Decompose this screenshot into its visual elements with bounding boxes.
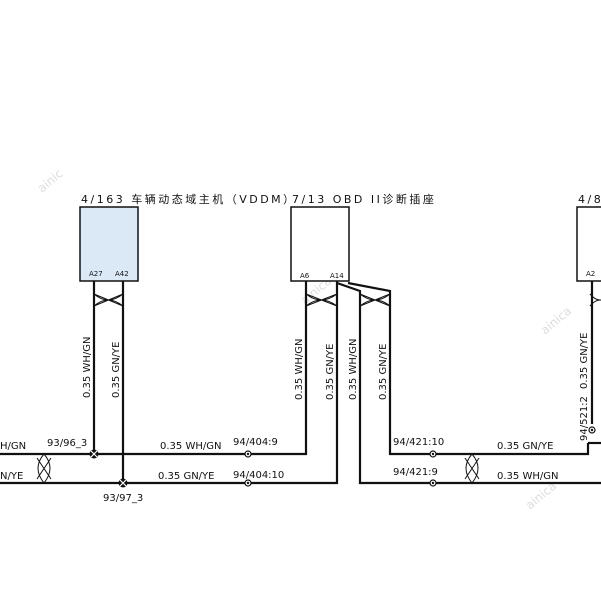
wire (248, 281, 308, 456)
obd-title: 7/13 OBD II诊断插座 (292, 192, 436, 206)
wire (248, 281, 339, 485)
wire-label: 0.35 GN/YE (111, 342, 122, 398)
pin-label: A6 (300, 272, 310, 280)
pin-label: A14 (330, 272, 344, 280)
connector-label: 94/404:10 (233, 470, 284, 481)
connector-terminal (244, 450, 252, 458)
obd-component (290, 206, 350, 282)
wire-label: 0.35 GN/YE (158, 471, 214, 482)
wire-label: 0.35 GN/YE (497, 441, 553, 452)
wire (347, 281, 433, 456)
splice-cross (119, 479, 127, 487)
wire-label: H/GN (0, 441, 26, 452)
vdm-component (79, 206, 139, 282)
wire-label: 0.35 GN/YE (325, 344, 336, 400)
twisted-pair-markers (36, 293, 601, 484)
wire-label: 0.35 WH/GN (497, 471, 558, 482)
connector-label: 94/404:9 (233, 437, 278, 448)
watermark: ainica (538, 304, 574, 338)
wire (336, 281, 433, 485)
connectors (244, 426, 596, 487)
watermark: ainic (35, 166, 66, 195)
splice-label: 93/97_3 (103, 493, 143, 504)
connector-terminal (244, 479, 252, 487)
pin-label: A27 (89, 270, 103, 278)
wire-label: 0.35 WH/GN (160, 441, 221, 452)
connector-terminal (429, 479, 437, 487)
wire-label: 0.35 WH/GN (294, 339, 305, 400)
connector-terminal (429, 450, 437, 458)
wire-label: 0.35 GN/YE (378, 344, 389, 400)
wire-label: N/YE (0, 471, 23, 482)
wire (433, 443, 590, 456)
wires (0, 281, 601, 485)
twist-marker (589, 293, 601, 307)
vdm-title: 4/163 车辆动态域主机（VDDM） (81, 192, 297, 206)
connector-label: 94/421:10 (393, 437, 444, 448)
right-component (576, 206, 601, 282)
splices (89, 449, 128, 488)
wire-label: 0.35 WH/GN (348, 339, 359, 400)
connector-terminal (588, 426, 596, 434)
twist-marker (359, 293, 391, 307)
splice-cross (90, 450, 98, 458)
pin-label: A2 (586, 270, 595, 278)
connector-label: 94/521:2 (579, 396, 590, 441)
twist-marker (305, 293, 338, 307)
splice-label: 93/96_3 (47, 438, 87, 449)
wire-label: 0.35 GN/YE (579, 333, 590, 389)
twist-marker (93, 293, 124, 307)
twist-marker (464, 453, 480, 484)
right-title: 4/8 (578, 193, 601, 206)
wire-label: 0.35 WH/GN (82, 337, 93, 398)
pin-label: A42 (115, 270, 129, 278)
connector-label: 94/421:9 (393, 467, 438, 478)
twist-marker (36, 453, 52, 484)
